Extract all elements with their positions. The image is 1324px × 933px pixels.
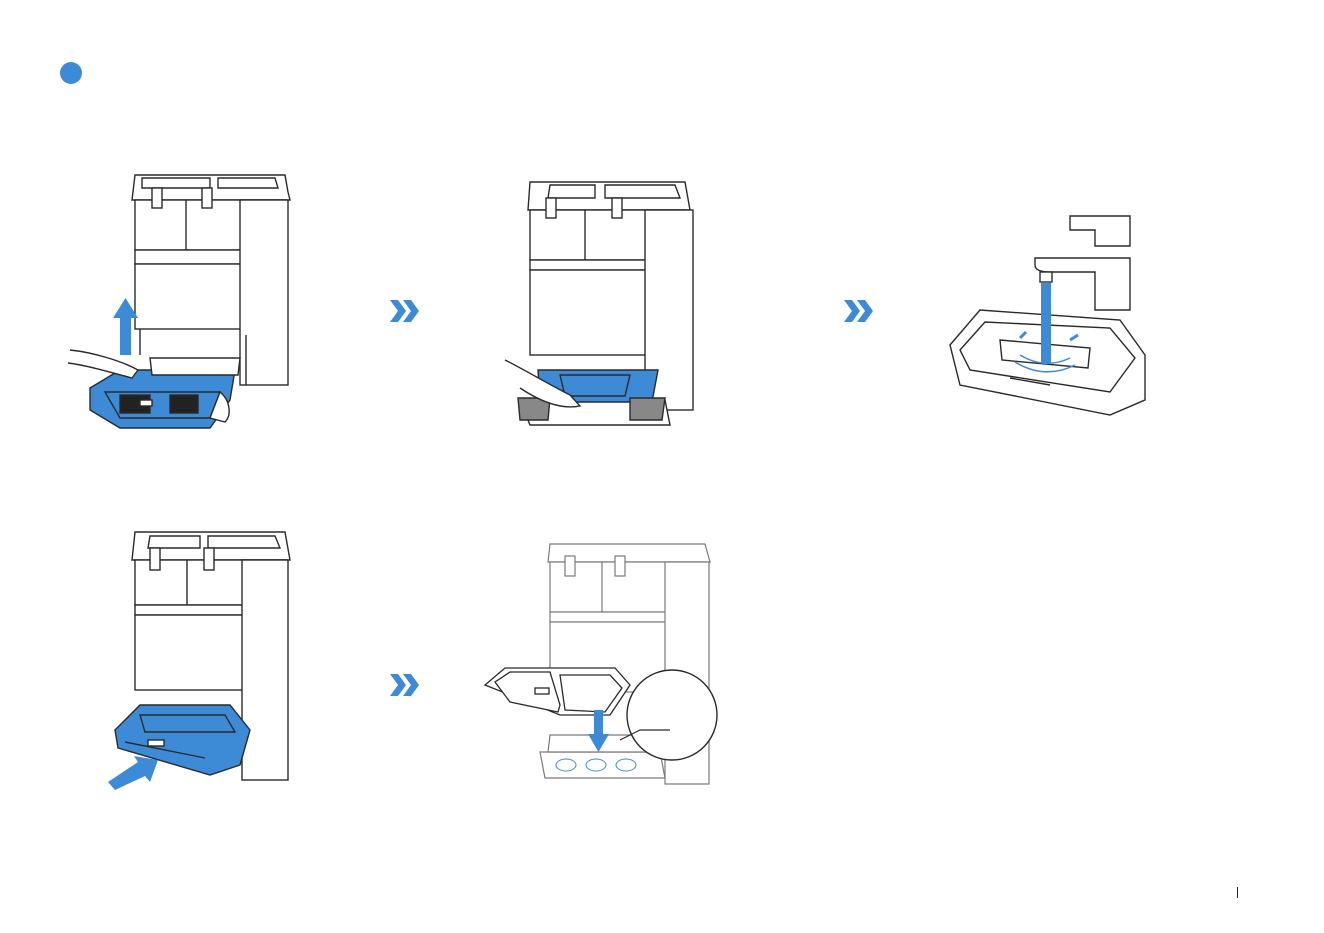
next-step-icon <box>388 298 422 324</box>
page-number-divider <box>1237 887 1238 898</box>
next-step-icon <box>842 298 876 324</box>
figure-rinse-tray <box>940 210 1160 430</box>
step-marker-icon <box>60 62 82 84</box>
arrow-up-icon <box>113 298 138 355</box>
next-step-icon <box>388 672 422 698</box>
figure-insert-tray <box>100 520 300 790</box>
figure-remove-tray <box>60 160 300 440</box>
figure-remove-cloth <box>490 170 700 460</box>
figure-install-cover <box>480 530 725 795</box>
arrow-diagonal-icon <box>108 756 158 790</box>
